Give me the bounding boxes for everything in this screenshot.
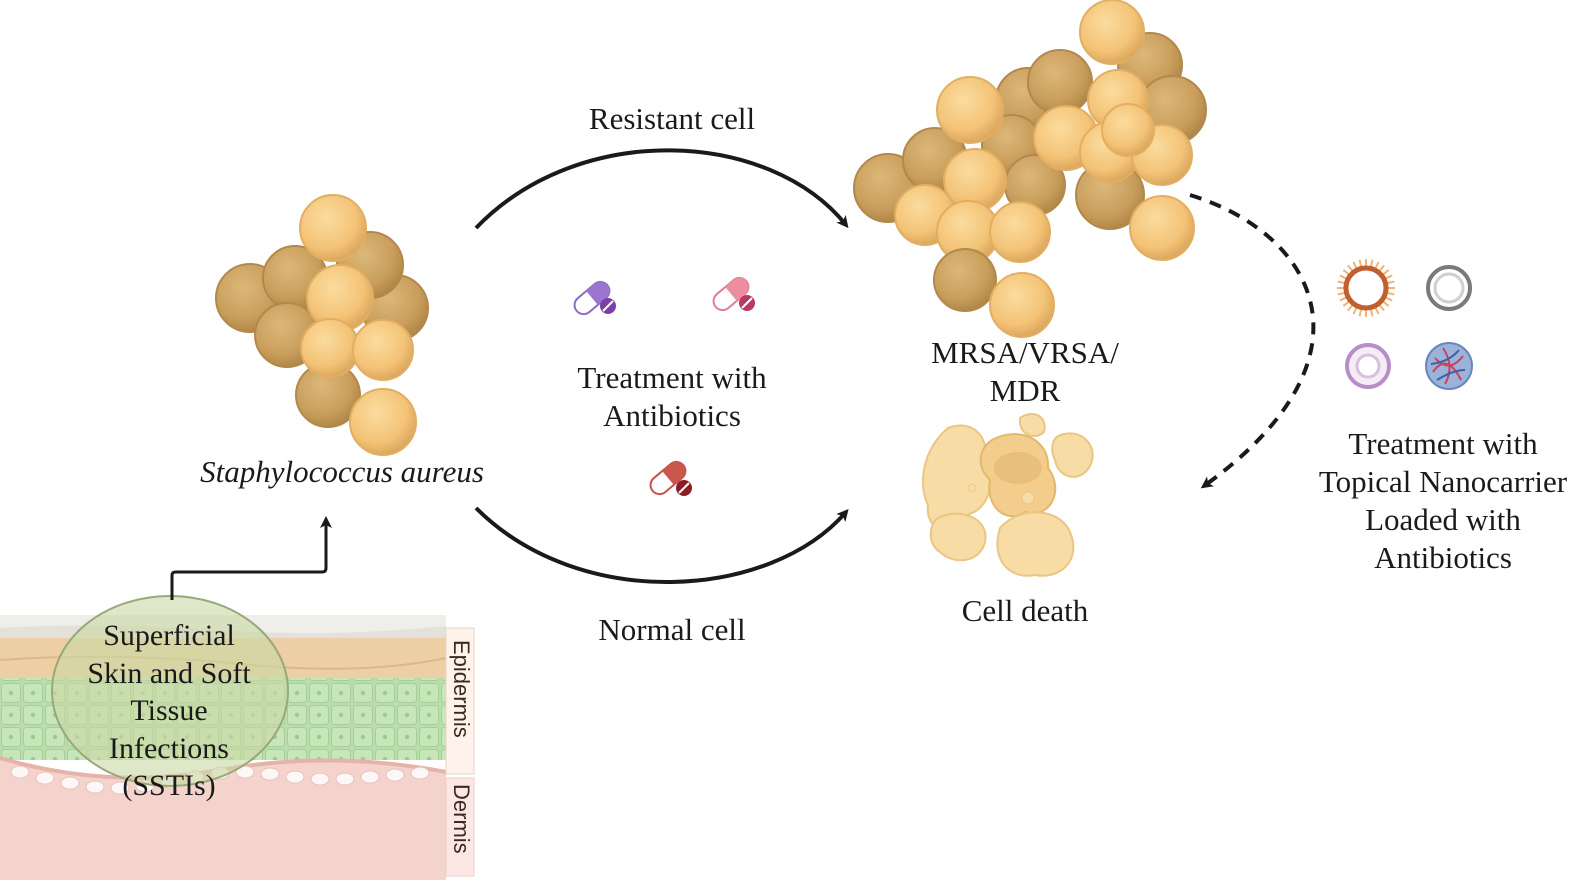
bacterium-cell xyxy=(1079,0,1145,65)
nanocarrier-pathway-arrow xyxy=(1189,193,1316,489)
bacterium-cell xyxy=(989,201,1051,263)
cell-death-label: Cell death xyxy=(961,593,1089,628)
bacterium-cell xyxy=(1129,195,1195,261)
normal-pathway-arrow xyxy=(474,506,849,584)
resistant-cell-label: Resistant cell xyxy=(588,101,756,136)
antibiotic-treatment-label: Treatment with Antibiotics xyxy=(577,360,767,433)
dendrimer-icon xyxy=(1425,342,1473,390)
capsule-icon xyxy=(712,276,750,312)
resistance-label: MRSA/VRSA/ MDR xyxy=(931,335,1119,408)
capsule-icon xyxy=(573,280,611,316)
bacterium-cell xyxy=(933,248,997,312)
liposome-icon xyxy=(1337,259,1395,317)
bacterium-cell xyxy=(989,272,1055,338)
capsule-icon xyxy=(649,460,687,496)
bacterium-cell xyxy=(1101,103,1155,157)
bacterium-cell xyxy=(300,318,360,378)
mrsa-cluster xyxy=(853,0,1207,338)
epidermis-label: Epidermis xyxy=(449,640,474,738)
organism-label: Staphylococcus aureus xyxy=(200,454,484,489)
niosome-icon xyxy=(1345,343,1391,389)
dermis-label: Dermis xyxy=(449,784,474,854)
bacterium-cell xyxy=(299,194,367,262)
skin-cross-section xyxy=(0,595,475,880)
lysed-cells xyxy=(921,413,1094,577)
polymeric-nanoparticle-icon xyxy=(1426,265,1472,311)
nanocarrier-treatment-label: Treatment with Topical Nanocarrier Loade… xyxy=(1318,426,1568,575)
epidermis-label-box xyxy=(445,627,475,775)
ssti-label: Superficial Skin and Soft Tissue Infecti… xyxy=(87,619,251,802)
staphylococcus-cluster xyxy=(215,194,429,456)
bacterium-cell xyxy=(1027,49,1093,115)
infection-to-bacteria-arrow xyxy=(170,516,332,600)
bacterium-cell xyxy=(349,388,417,456)
infection-site-ellipse xyxy=(51,595,289,787)
dermis-label-box xyxy=(445,777,475,877)
bacterium-cell xyxy=(352,319,414,381)
bacterium-cell xyxy=(936,76,1004,144)
resistant-pathway-arrow xyxy=(474,148,849,230)
normal-cell-label: Normal cell xyxy=(598,612,746,647)
